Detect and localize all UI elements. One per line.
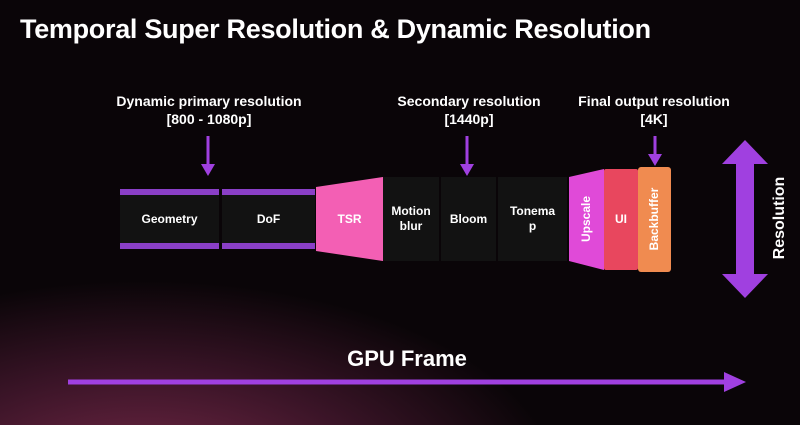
stage-geometry-label: Geometry bbox=[141, 211, 198, 226]
stage-tonemap-label: Tonema p bbox=[509, 204, 556, 233]
gpu-frame-arrow bbox=[68, 372, 746, 392]
upscale-shape bbox=[569, 169, 604, 270]
secondary-resolution-value: [1440p] bbox=[444, 111, 494, 127]
resolution-double-arrow bbox=[722, 140, 768, 298]
stage-bloom-label: Bloom bbox=[449, 211, 488, 226]
primary-resolution-range: [800 - 1080p] bbox=[166, 111, 252, 127]
stage-tsr: TSR bbox=[316, 195, 383, 243]
stage-tonemap: Tonema p bbox=[498, 177, 567, 261]
tsr-shape bbox=[316, 177, 383, 261]
stage-geometry: Geometry bbox=[120, 195, 219, 243]
secondary-down-arrow bbox=[460, 136, 474, 176]
geometry-top-bar bbox=[120, 189, 219, 195]
ui-shape bbox=[604, 169, 638, 270]
dof-bottom-bar bbox=[222, 243, 315, 249]
stage-motion-blur-label: Motion blur bbox=[391, 204, 431, 233]
dof-top-bar bbox=[222, 189, 315, 195]
primary-down-arrow bbox=[201, 136, 215, 176]
stage-motion-blur: Motion blur bbox=[383, 177, 439, 261]
secondary-resolution-title: Secondary resolution bbox=[397, 93, 541, 109]
page-title: Temporal Super Resolution & Dynamic Reso… bbox=[20, 14, 651, 44]
stage-tsr-label: TSR bbox=[337, 211, 362, 226]
stage-ui-label: UI bbox=[615, 212, 627, 226]
secondary-resolution-label: Secondary resolution [1440p] bbox=[384, 92, 554, 128]
resolution-axis-label: Resolution bbox=[771, 176, 788, 260]
stage-dof-label: DoF bbox=[256, 211, 281, 226]
stage-bloom: Bloom bbox=[441, 177, 496, 261]
stage-upscale-label: Upscale bbox=[579, 195, 593, 243]
final-resolution-value: [4K] bbox=[640, 111, 668, 127]
final-resolution-title: Final output resolution bbox=[578, 93, 730, 109]
geometry-bottom-bar bbox=[120, 243, 219, 249]
backbuffer-shape bbox=[638, 167, 671, 272]
final-down-arrow bbox=[648, 136, 662, 166]
stage-dof: DoF bbox=[222, 195, 315, 243]
final-resolution-label: Final output resolution [4K] bbox=[566, 92, 742, 128]
primary-resolution-label: Dynamic primary resolution [800 - 1080p] bbox=[104, 92, 314, 128]
stage-ui: UI bbox=[604, 169, 638, 270]
stage-backbuffer-label: Backbuffer bbox=[647, 187, 661, 251]
gpu-frame-label: GPU Frame bbox=[347, 346, 467, 371]
primary-resolution-title: Dynamic primary resolution bbox=[116, 93, 302, 109]
